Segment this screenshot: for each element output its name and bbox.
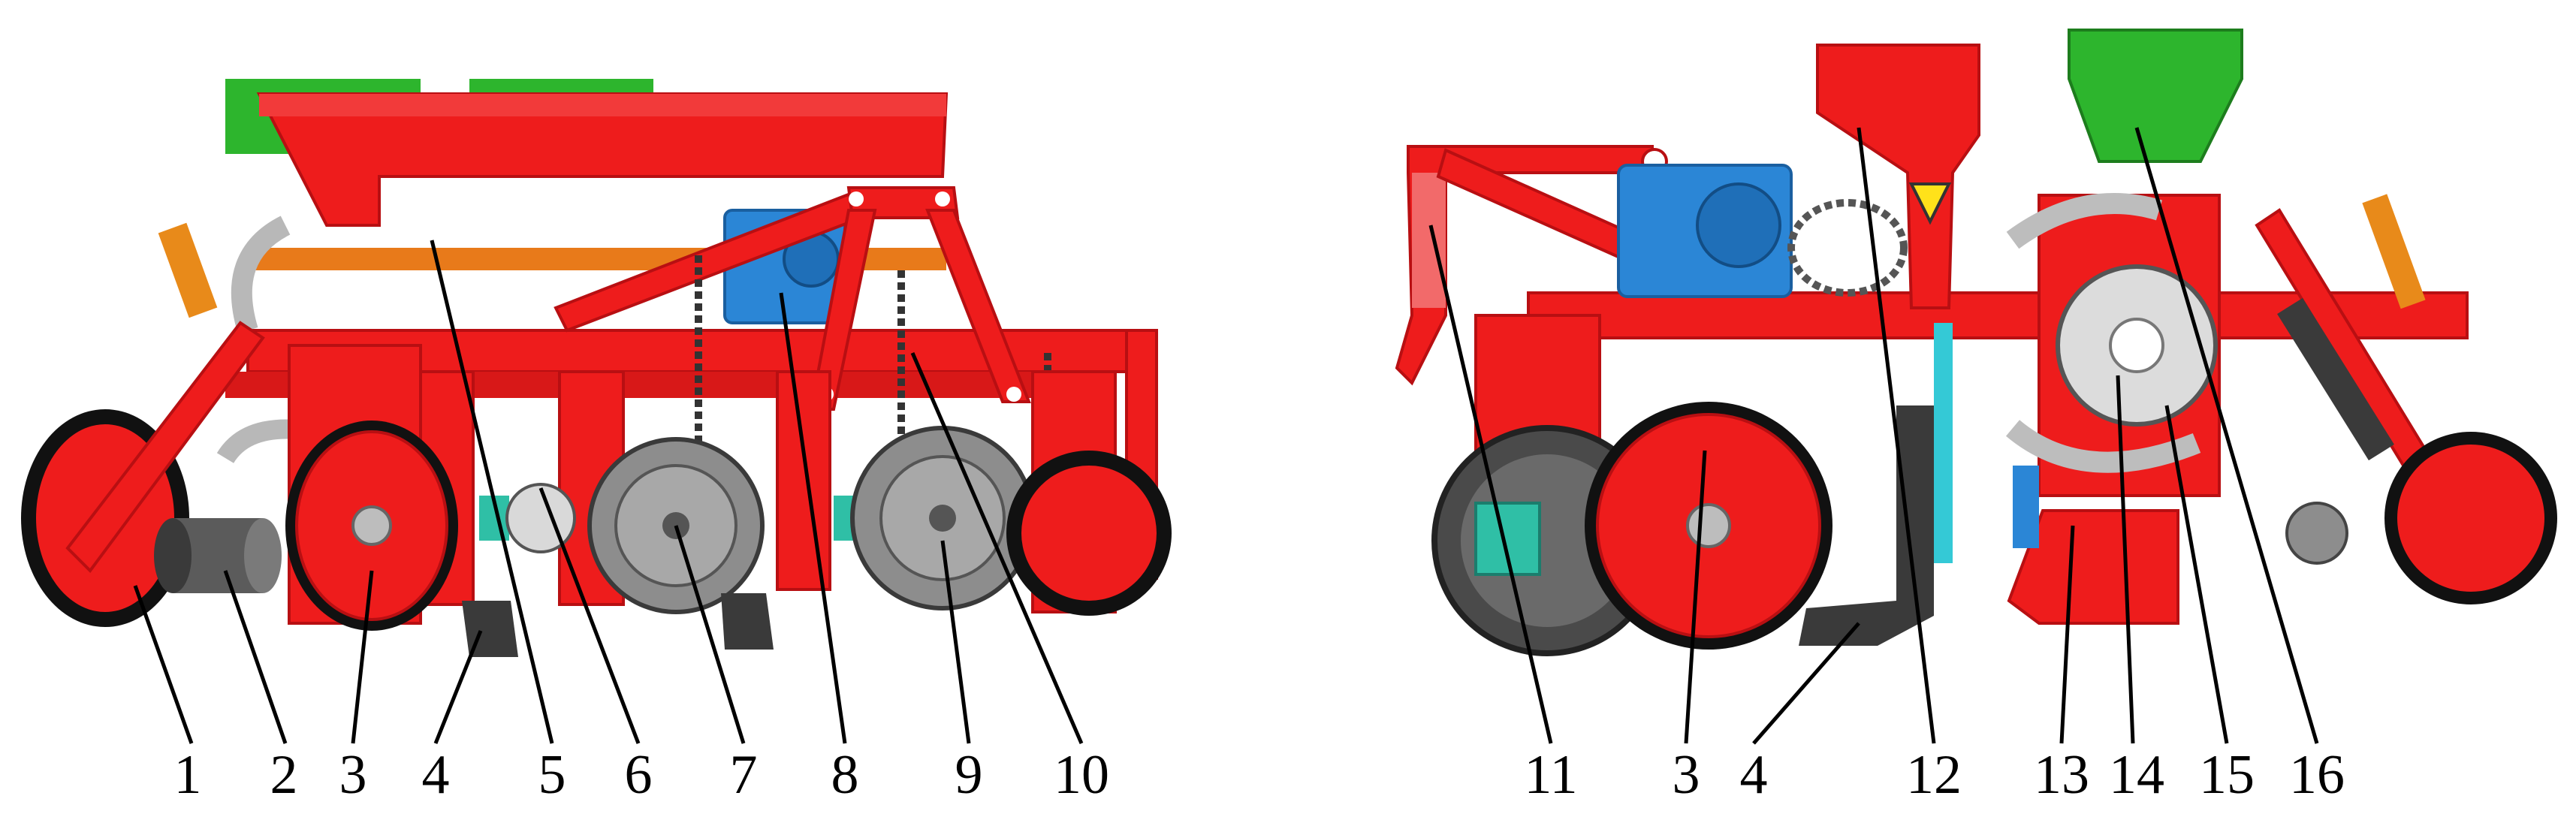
left-view-drawing [21,79,1172,744]
callout-label: 14 [2109,744,2164,806]
gearbox-hub [1696,182,1781,268]
adjust-spring [158,222,218,318]
callout-label: 16 [2289,744,2345,806]
right-view-panel: 11 3 4 12 13 14 15 16 [1288,0,2576,832]
callout-label: 15 [2199,744,2255,806]
seed-plate-hub [2109,318,2164,373]
rear-right-wheel [1006,451,1172,616]
callout-label: 12 [1906,744,1962,806]
callout-label: 9 [955,744,983,806]
small-gauge-wheel [2285,502,2348,565]
seed-hopper [2068,29,2243,163]
callout-label: 13 [2034,744,2089,806]
shank [776,370,831,591]
link-leg-2 [925,209,1031,403]
guard-arc [231,216,291,334]
hopper-warning-sign [1908,182,1952,225]
callout-label: 5 [538,744,566,806]
seed-tube [1934,323,1953,563]
callout-label: 3 [339,744,367,806]
callout-label: 11 [1524,744,1578,806]
press-roller [154,518,282,593]
ground-wheel [1585,402,1832,650]
ground-wheel [285,421,458,631]
spur-wheel-9 [850,426,1035,610]
link-pin [849,191,864,206]
press-cylinder [2277,297,2394,461]
blue-filter [2013,466,2039,548]
guard-arc [2006,193,2163,249]
callout-label: 8 [831,744,859,806]
link-leg-1 [809,209,877,411]
furrow-opener [721,593,774,650]
callout-label: 6 [624,744,653,806]
callout-label: 2 [270,744,298,806]
callout-label: 10 [1054,744,1109,806]
bearing [1474,502,1541,576]
callout-label: 3 [1672,744,1700,806]
hopper-top-rim [259,94,946,116]
link-pin [1006,387,1021,402]
guard-arc [2005,420,2201,473]
coverer [2007,509,2179,625]
callout-label: 4 [1739,744,1768,806]
callout-label: 7 [729,744,758,806]
furrow-opener [462,601,518,657]
right-view-drawing [1395,29,2557,745]
adjust-spring [2362,194,2426,309]
leader-lines [1428,127,2319,745]
fertilizer-hopper [1816,44,1980,309]
drive-chain [1787,199,1908,297]
press-wheel [2384,432,2557,604]
hitch-post [1412,173,1446,308]
callout-label: 1 [173,744,202,806]
left-view-panel: 1 2 3 4 5 6 7 8 9 10 [21,79,1172,806]
link-pin [935,191,950,206]
callout-label: 4 [421,744,450,806]
depth-arm [65,321,265,574]
leader-lines [133,240,1084,744]
sprocket [505,483,576,553]
